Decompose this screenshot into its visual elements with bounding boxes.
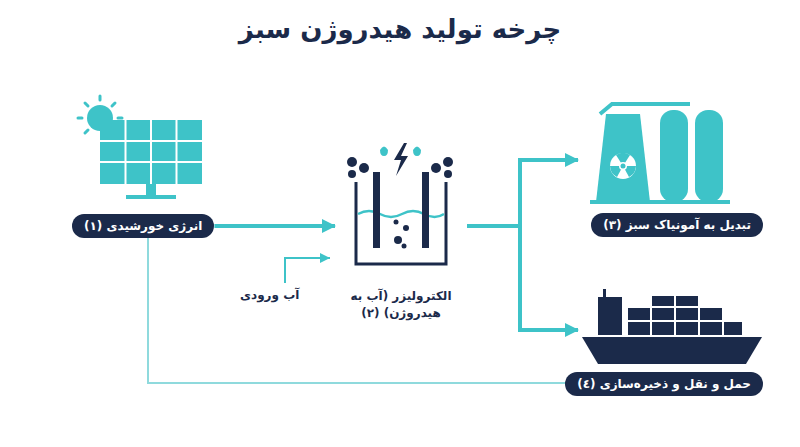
stage-area: الکترولیزر (آب به هیدروژن) (۲) [335,148,467,322]
diagram-title: چرخه تولید هیدروژن سبز [0,14,800,44]
water-input-arrow [285,258,330,283]
pill-text: انرژی خورشیدی (۱) [84,219,202,233]
cargo-ship-icon [582,289,762,364]
flow-connector [467,160,578,226]
electrolyzer-icon [347,143,453,264]
flow-connector [148,238,578,383]
stage-area: حمل و نقل و ذخیره‌سازی (٤) [578,285,763,396]
flow-connector [467,226,578,330]
label-pill: انرژی خورشیدی (۱) [72,214,214,238]
input-label: آب ورودی [240,288,299,302]
stage-caption: الکترولیزر (آب به هیدروژن) (۲) [335,288,467,322]
label-pill: تبدیل به آمونیاک سبز (۳) [591,213,763,237]
stage-area: تبدیل به آمونیاک سبز (۳) [578,96,763,237]
label-pill: حمل و نقل و ذخیره‌سازی (٤) [565,372,763,396]
flow-connector [214,224,335,228]
ammonia-plant-icon [590,104,730,204]
solar-panel-icon [100,120,202,199]
